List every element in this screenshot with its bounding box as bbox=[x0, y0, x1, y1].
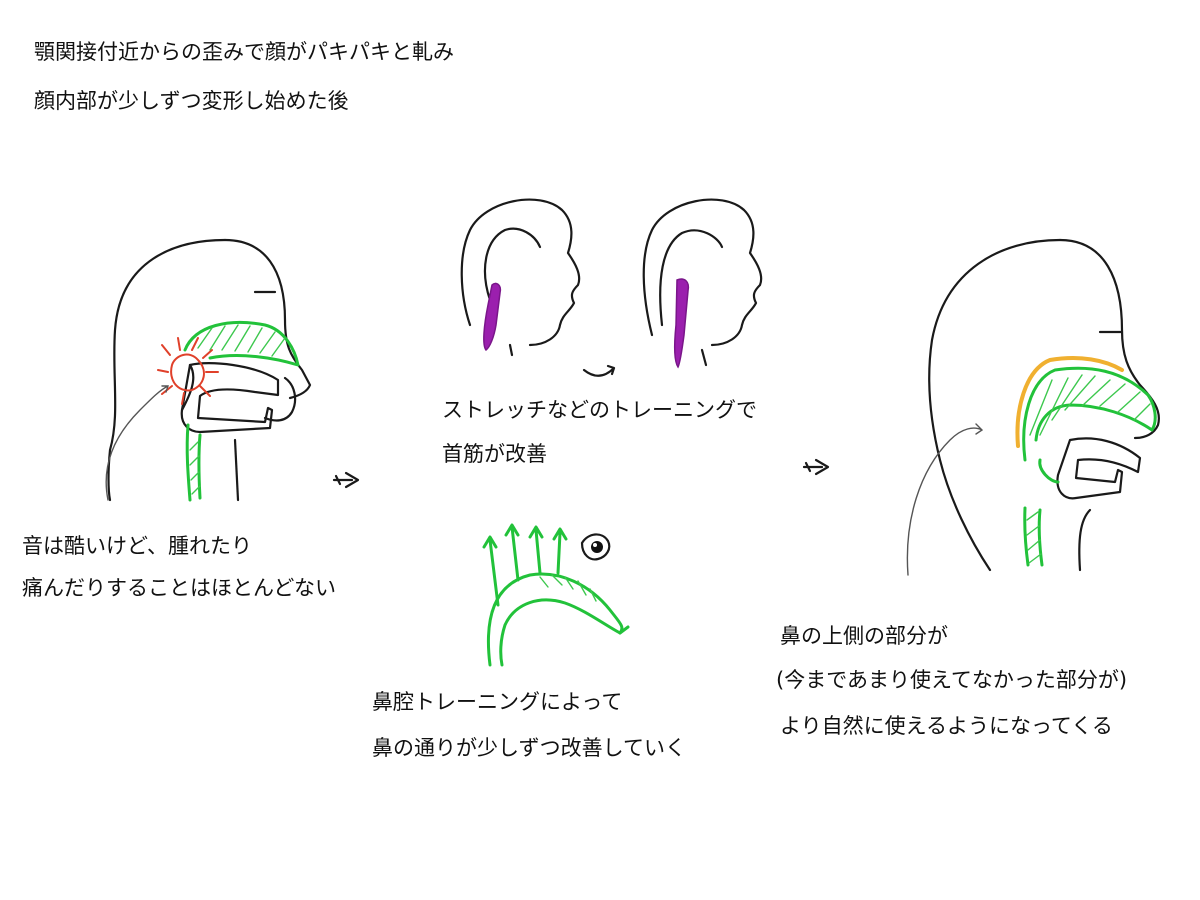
middle-bottom-caption-line-2: 鼻の通りが少しずつ改善していく bbox=[372, 736, 686, 760]
middle-top-caption-line-2: 首筋が改善 bbox=[442, 442, 547, 466]
right-caption-line-3: より自然に使えるようになってくる bbox=[780, 714, 1113, 738]
right-caption-line-1: 鼻の上側の部分が bbox=[780, 624, 948, 648]
right-caption-line-2: (今まであまり使えてなかった部分が) bbox=[776, 668, 1128, 692]
neck-before-figure bbox=[460, 198, 581, 357]
middle-bottom-caption-line-1: 鼻腔トレーニングによって bbox=[372, 690, 623, 714]
sparkle-pain-icon bbox=[157, 337, 219, 405]
left-caption-line-1: 音は酷いけど、腫れたり bbox=[22, 534, 252, 558]
middle-top-caption-line-1: ストレッチなどのトレーニングで bbox=[442, 398, 757, 422]
neck-after-figure bbox=[642, 198, 763, 369]
header-line-2: 顔内部が少しずつ変形し始めた後 bbox=[34, 89, 349, 113]
left-head-figure bbox=[105, 238, 312, 502]
header-line-1: 顎関接付近からの歪みで顔がパキパキと軋み bbox=[34, 40, 454, 64]
left-caption-line-2: 痛んだりすることはほとんどない bbox=[22, 576, 336, 600]
flow-arrow-icon bbox=[582, 364, 616, 377]
arrow-right-icon bbox=[332, 471, 360, 489]
arrow-right-icon-2 bbox=[802, 458, 830, 476]
right-head-figure bbox=[906, 238, 1160, 576]
eye-icon bbox=[580, 533, 611, 561]
nasal-cavity-figure bbox=[482, 523, 630, 667]
